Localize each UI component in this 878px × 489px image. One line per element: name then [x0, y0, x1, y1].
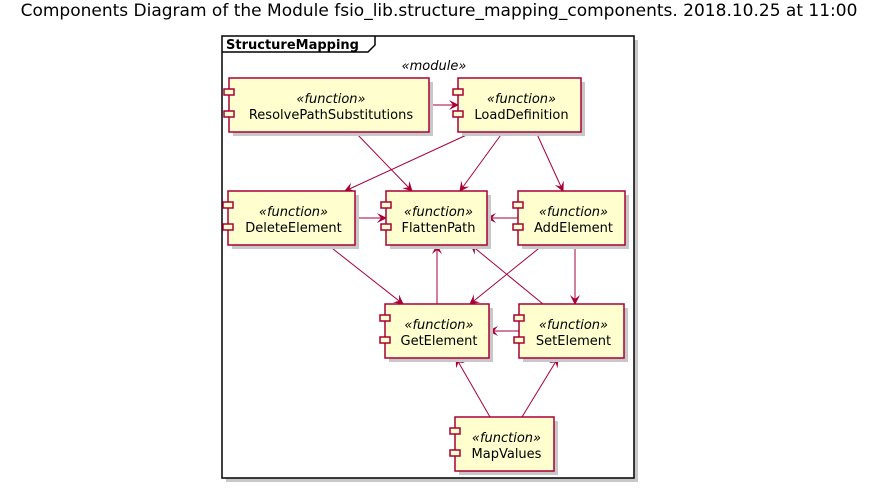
component-label: SetElement: [536, 334, 611, 349]
component-label: FlattenPath: [401, 221, 475, 236]
package-tab: [222, 36, 376, 53]
component-load-definition[interactable]: «function»LoadDefinition: [452, 77, 585, 136]
component-port-icon: [449, 449, 461, 457]
component-port-icon: [380, 201, 392, 209]
component-port-icon: [449, 427, 461, 435]
component-resolve-path-substitutions[interactable]: «function»ResolvePathSubstitutions: [223, 77, 433, 136]
component-port-icon: [452, 88, 464, 96]
component-port-icon: [379, 314, 391, 322]
edge-loaddefinition-to-deleteelement: [344, 131, 474, 192]
component-port-icon: [223, 88, 235, 96]
component-flatten-path[interactable]: «function»FlattenPath: [380, 190, 491, 249]
component-box: [518, 303, 625, 359]
component-stereotype: «function»: [296, 92, 365, 107]
component-port-icon: [452, 110, 464, 118]
edge-loaddefinition-to-addelement: [535, 131, 564, 192]
component-box: [454, 416, 555, 472]
component-label: LoadDefinition: [474, 108, 568, 123]
package-stereotype: «module»: [402, 59, 467, 74]
component-port-icon: [512, 223, 524, 231]
component-label: AddElement: [534, 221, 613, 236]
edge-deleteelement-to-getelement: [327, 244, 404, 305]
component-box: [384, 303, 490, 359]
component-set-element[interactable]: «function»SetElement: [513, 303, 628, 362]
edges: [327, 100, 580, 418]
package-module: StructureMapping «module»: [221, 35, 638, 482]
component-box: [457, 77, 582, 133]
edge-setelement-to-flattenpath: [470, 244, 544, 305]
components: «function»ResolvePathSubstitutions«funct…: [222, 77, 629, 475]
component-label: ResolvePathSubstitutions: [249, 108, 413, 123]
component-box: [228, 77, 430, 133]
component-get-element[interactable]: «function»GetElement: [379, 303, 493, 362]
component-port-icon: [223, 110, 235, 118]
edge-resolvepathsubstitutions-to-flattenpath: [354, 131, 413, 192]
package-name: StructureMapping: [226, 38, 359, 53]
edge-loaddefinition-to-flattenpath: [459, 131, 504, 192]
component-port-icon: [222, 223, 234, 231]
component-stereotype: «function»: [539, 318, 608, 333]
component-add-element[interactable]: «function»AddElement: [512, 190, 629, 249]
component-map-values[interactable]: «function»MapValues: [449, 416, 558, 475]
component-port-icon: [222, 201, 234, 209]
diagram-title: Components Diagram of the Module fsio_li…: [20, 1, 858, 21]
component-stereotype: «function»: [472, 431, 541, 446]
edge-mapvalues-to-setelement: [521, 357, 559, 418]
component-label: MapValues: [472, 447, 542, 462]
component-stereotype: «function»: [404, 318, 473, 333]
component-label: GetElement: [401, 334, 478, 349]
component-port-icon: [512, 201, 524, 209]
component-box: [517, 190, 626, 246]
component-box: [385, 190, 488, 246]
component-port-icon: [513, 314, 525, 322]
component-port-icon: [380, 223, 392, 231]
component-port-icon: [379, 336, 391, 344]
component-stereotype: «function»: [487, 92, 556, 107]
component-delete-element[interactable]: «function»DeleteElement: [222, 190, 359, 249]
component-stereotype: «function»: [539, 205, 608, 220]
component-stereotype: «function»: [259, 205, 328, 220]
component-box: [227, 190, 356, 246]
edge-mapvalues-to-getelement: [455, 357, 491, 418]
component-port-icon: [513, 336, 525, 344]
component-label: DeleteElement: [245, 221, 342, 236]
component-stereotype: «function»: [404, 205, 473, 220]
